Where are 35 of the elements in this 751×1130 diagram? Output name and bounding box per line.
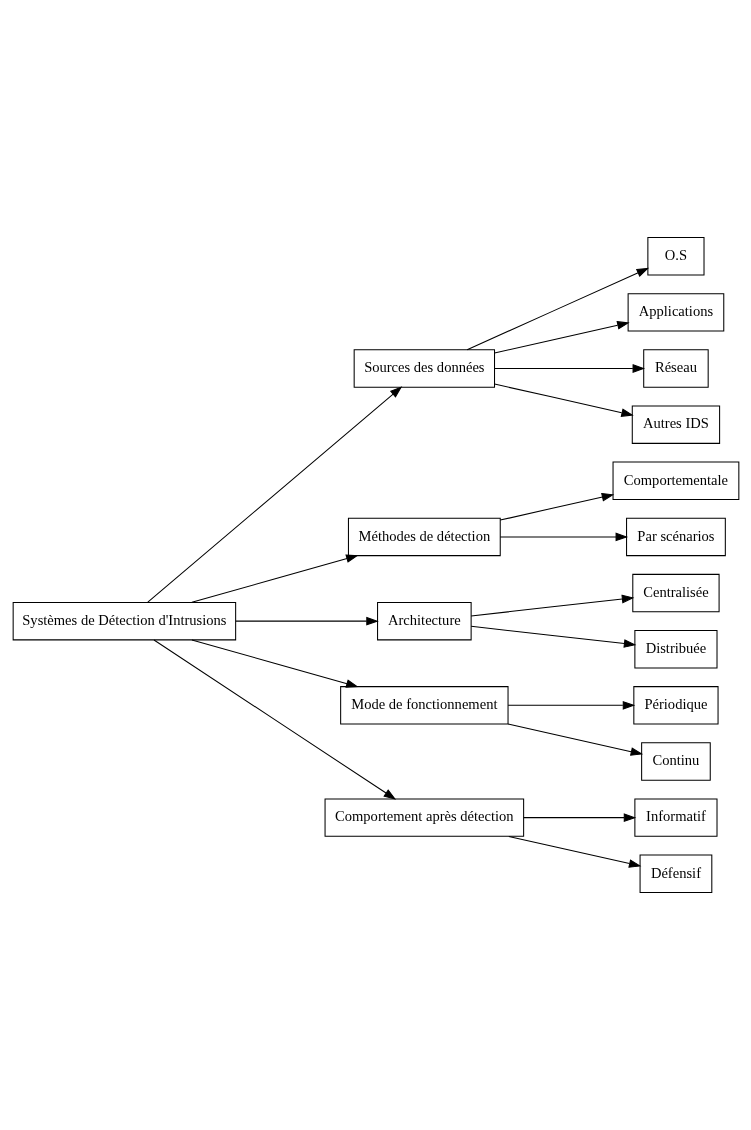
- arrow: [507, 723, 643, 756]
- node-box: Périodique: [632, 686, 719, 725]
- arrow: [234, 616, 379, 626]
- arrow: [190, 639, 359, 688]
- arrow: [522, 813, 636, 822]
- arrow: [153, 639, 396, 800]
- node-box: Architecture: [376, 601, 472, 641]
- arrow: [507, 835, 641, 868]
- node-box: Autres IDS: [631, 405, 720, 444]
- arrow: [493, 383, 634, 417]
- node-box: Réseau: [642, 349, 709, 388]
- node-box: Applications: [627, 293, 724, 332]
- node-box: Sources des données: [353, 349, 495, 388]
- node-box: Comportement après détection: [324, 798, 524, 837]
- arrow: [466, 267, 649, 351]
- node-box: Systèmes de Détection d'Intrusions: [12, 601, 236, 641]
- arrow: [493, 321, 630, 354]
- node-box: Défensif: [639, 854, 712, 893]
- node-box: Centralisée: [631, 573, 720, 613]
- arrow: [499, 492, 614, 521]
- arrow: [146, 386, 402, 603]
- arrow: [190, 554, 359, 603]
- arrow: [507, 701, 635, 710]
- arrow: [470, 594, 634, 617]
- node-box: Par scénarios: [625, 517, 726, 557]
- node-box: Informatif: [633, 798, 718, 837]
- arrow: [470, 625, 636, 648]
- arrow: [493, 364, 645, 373]
- node-box: Méthodes de détection: [347, 517, 501, 557]
- node-box: Distribuée: [633, 630, 718, 669]
- arrow: [499, 532, 628, 542]
- node-box: Mode de fonctionnement: [339, 686, 509, 725]
- node-box: O.S: [646, 237, 705, 276]
- node-box: Continu: [640, 742, 711, 781]
- node-box: Comportementale: [612, 461, 739, 500]
